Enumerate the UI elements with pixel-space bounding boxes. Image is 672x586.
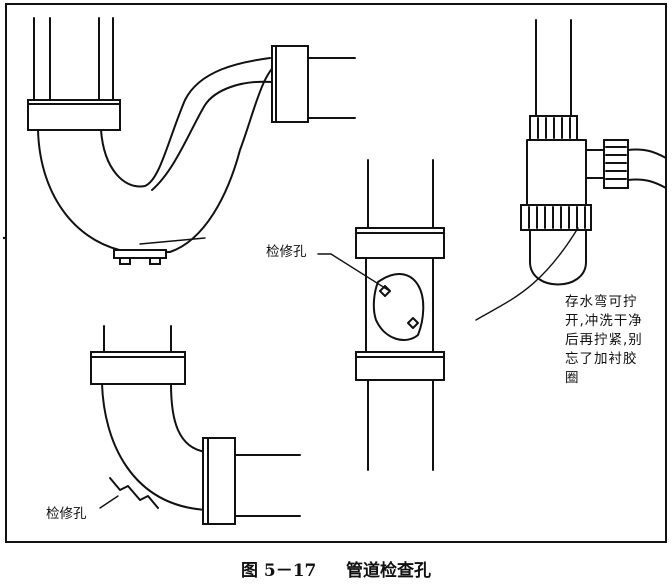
margin-dot <box>2 236 6 240</box>
inspection-cover-plate <box>372 273 425 341</box>
p-trap-pipe <box>27 17 356 265</box>
figure-number: 图 5－17 <box>240 561 317 581</box>
figure-frame <box>5 3 667 543</box>
trap-note-line: 开,冲洗干净 <box>565 313 643 329</box>
trap-note-line: 存水弯可拧 <box>565 294 638 310</box>
elbow-inspection-hole <box>109 477 159 509</box>
trap-note-line: 后再拧紧,别 <box>565 332 643 348</box>
elbow-pipe <box>90 325 301 525</box>
figure-title: 管道检查孔 <box>346 561 431 581</box>
trap-note-line: 圈 <box>565 370 580 386</box>
bottle-trap <box>475 19 667 321</box>
trap-note-line: 忘了加衬胶 <box>565 351 638 367</box>
figure-caption: 图 5－17 管道检查孔 <box>0 556 672 581</box>
p-trap-outlet-coupling <box>271 45 309 123</box>
figure-caption-spacer <box>322 561 340 581</box>
inspection-hole-label-middle: 检修孔 <box>266 244 307 260</box>
vertical-pipe <box>317 159 445 471</box>
cleanout-nut <box>119 257 131 265</box>
cleanout-nut <box>149 257 161 265</box>
p-trap-cleanout-plug <box>113 249 167 259</box>
trap-note: 存水弯可拧 开,冲洗干净 后再拧紧,别 忘了加衬胶 圈 <box>565 293 670 388</box>
inspection-hole-label-bottom: 检修孔 <box>46 506 87 522</box>
bottle-trap-cap-ring <box>520 204 592 231</box>
